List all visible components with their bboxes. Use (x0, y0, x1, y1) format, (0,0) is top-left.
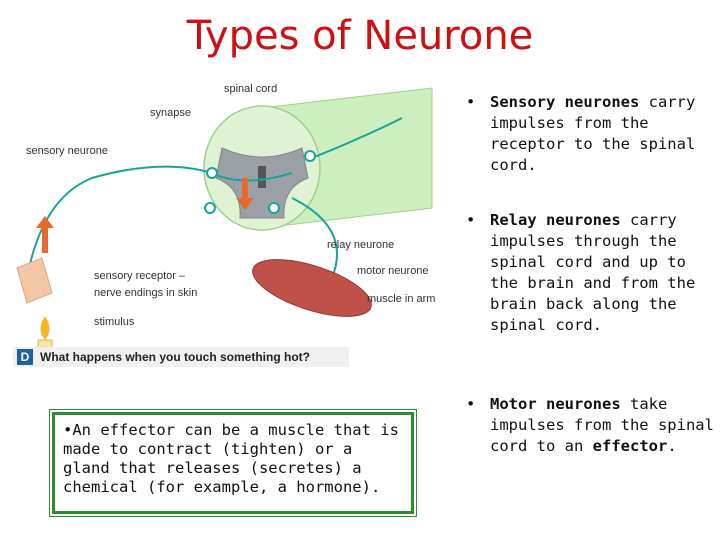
label-spinal-cord: spinal cord (224, 83, 277, 95)
bullet-marker: • (466, 93, 476, 111)
bullet-motor-term: Motor neurones (490, 395, 621, 413)
caption-bar (13, 347, 349, 367)
bullet-motor-desc: take impulses from the spinal cord to an (490, 395, 714, 455)
bullet-sensory-term: Sensory neurones (490, 93, 640, 111)
label-sensory-receptor-1: sensory receptor – (94, 270, 186, 282)
stimulus-flame (40, 316, 50, 340)
page-title: Types of Neurone (186, 13, 534, 59)
label-synapse: synapse (150, 107, 191, 119)
synapse-node (206, 167, 218, 179)
bullet-sensory-text: Sensory neurones carry impulses from the… (490, 92, 716, 176)
effector-note-box: •An effector can be a muscle that is mad… (49, 409, 417, 517)
label-muscle-in-arm: muscle in arm (367, 293, 435, 305)
label-stimulus: stimulus (94, 316, 135, 328)
bullet-sensory-desc: carry impulses from the receptor to the … (490, 93, 696, 174)
label-sensory-receptor-2: nerve endings in skin (94, 287, 197, 299)
bullet-marker: • (466, 395, 476, 413)
sensory-neurone-path (26, 165, 213, 279)
label-relay-neurone: relay neurone (327, 239, 394, 251)
central-canal (258, 166, 266, 188)
bullet-relay-term: Relay neurones (490, 211, 621, 229)
bullet-motor-text: Motor neurones take impulses from the sp… (490, 394, 716, 457)
label-motor-neurone: motor neurone (357, 265, 429, 277)
reflex-arc-diagram: spinal cord synapse sensory neurone rela… (12, 78, 452, 378)
hand-skin (16, 257, 53, 304)
bullet-motor-effector: effector (592, 437, 668, 455)
bullet-marker: • (466, 211, 476, 229)
label-sensory-neurone: sensory neurone (26, 145, 108, 157)
bullet-relay-text: Relay neurones carry impulses through th… (490, 210, 716, 336)
synapse-node (304, 150, 316, 162)
muscle-in-arm (252, 259, 372, 317)
nerve-branch-top (311, 117, 403, 159)
reflex-arc-svg: spinal cord synapse sensory neurone rela… (16, 83, 435, 357)
caption-text: What happens when you touch something ho… (40, 350, 310, 364)
bullet-relay-desc: carry impulses through the spinal cord a… (490, 211, 696, 334)
synapse-node (268, 202, 280, 214)
impulse-arrow-up (36, 216, 54, 253)
caption-letter: D (17, 349, 33, 365)
impulse-arrow-down (236, 178, 254, 210)
bullet-motor-end: . (667, 437, 677, 455)
synapse-node (204, 202, 216, 214)
effector-note-text: •An effector can be a muscle that is mad… (63, 421, 399, 496)
